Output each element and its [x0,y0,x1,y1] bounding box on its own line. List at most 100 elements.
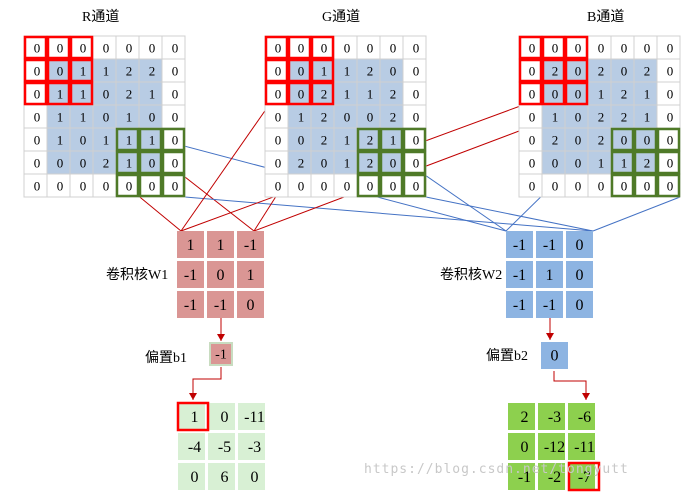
g-green-window-cell [402,173,427,198]
output-o2-value: -7 [578,469,591,486]
b-green-window-cell [656,150,681,175]
b-channel-value: 0 [529,179,536,194]
r-red-window-cell [23,81,48,106]
output-o1-value: 6 [221,469,229,486]
g-red-window-cell [264,81,289,106]
output-o2-value: -3 [548,409,561,426]
r-green-window-cell [115,150,140,175]
b-red-window-cell [564,35,589,60]
g-channel-value: 2 [367,156,374,171]
r-channel-value: 0 [57,179,64,194]
kernel-w2-value: -1 [513,297,526,314]
b-channel-value: 0 [667,41,674,56]
kernel-w1-cell [177,261,204,288]
output-o2-cell [508,403,535,430]
kernel-w2-value: -1 [513,267,526,284]
r-channel-value: 1 [126,110,133,125]
r-channel-value: 0 [103,87,110,102]
kernel-w2-label: 卷积核W2 [440,268,503,283]
b-channel-value: 0 [529,41,536,56]
b-channel-value: 0 [575,64,582,79]
output-o2-cell [508,463,535,490]
b-channel-value: 2 [552,133,559,148]
output-o2-cell [538,433,565,460]
g-channel-value: 2 [298,156,305,171]
r-channel-value: 0 [172,156,179,171]
kernel-w2-value: 1 [546,267,554,284]
output-o1-value: 1 [191,409,199,426]
b-channel-value: 0 [552,179,559,194]
g-green-window-cell [402,127,427,152]
b-channel-value: 1 [644,87,651,102]
g-channel-value: 0 [298,133,305,148]
g-channel-value: 1 [344,133,351,148]
r-channel-value: 0 [34,41,41,56]
kernel-w1-value: 0 [217,267,225,284]
output-o1-value: 0 [251,469,259,486]
b-channel-value: 2 [621,87,628,102]
arrow-w1-to-b1-head [217,334,225,341]
b-channel-value: 0 [644,41,651,56]
kernel-w2-cell [566,261,593,288]
kernel-w1-label: 卷积核W1 [106,268,169,283]
output-o2-value: -6 [578,409,591,426]
g-channel-value: 2 [321,133,328,148]
bias-b2-value: 0 [551,348,559,365]
output-o1-value: -3 [248,439,261,456]
kernel-w1-cell [237,231,264,258]
output-o2-value: -2 [548,469,561,486]
output-o2-highlight [567,461,601,492]
b-channel-value: 0 [621,179,628,194]
r-green-window-cell [115,173,140,198]
r-channel-value: 0 [34,156,41,171]
output-o2-value: 2 [521,409,529,426]
g-channel-value: 0 [413,179,420,194]
b-green-window-cell [610,127,635,152]
r-channel-value: 0 [172,41,179,56]
output-o2-cell [568,433,595,460]
kernel-w2-cell [536,291,563,318]
g-channel-value: 0 [298,41,305,56]
r-channel-value: 0 [34,64,41,79]
g-red-window-cell [264,35,289,60]
g-channel-value: 0 [367,110,374,125]
b-channel-value: 0 [529,87,536,102]
r-channel-value: 0 [126,41,133,56]
b-channel-value: 0 [552,87,559,102]
b-green-window-cell [610,173,635,198]
g-channel-value: 1 [367,87,374,102]
r-green-window-cell [138,127,163,152]
r-channel-value: 0 [149,156,156,171]
output-o1-value: -11 [244,409,265,426]
r-green-window-cell [138,173,163,198]
g-channel-value: 0 [367,179,374,194]
g-green-window-cell [379,173,404,198]
g-channel-value: 2 [390,87,397,102]
r-red-window-cell [23,35,48,60]
output-o1-value: -5 [218,439,231,456]
r-channel-value: 1 [57,110,64,125]
b-channel-value: 0 [529,110,536,125]
r-channel-value: 1 [103,133,110,148]
line-green-to-w2 [592,196,681,232]
kernel-w2-value: -1 [513,237,526,254]
output-o1-highlight [176,401,210,432]
b-green-window-cell [633,127,658,152]
kernel-w2-value: 0 [576,237,584,254]
g-channel-value: 1 [344,87,351,102]
r-channel-value: 1 [57,87,64,102]
kernel-w1-cell [177,231,204,258]
output-o2-value: -12 [544,439,565,456]
g-channel-value: 0 [275,87,282,102]
arrow-b2-to-output [553,371,587,400]
kernel-w2-cell [566,231,593,258]
kernel-w2-value: 0 [576,297,584,314]
kernel-w1-cell [237,261,264,288]
kernel-w1-value: -1 [214,297,227,314]
arrow-b1-to-output [192,367,222,400]
b-channel-value: 1 [552,110,559,125]
g-channel-value: 2 [321,87,328,102]
b-green-window-cell [656,173,681,198]
r-channel-value: 0 [149,110,156,125]
